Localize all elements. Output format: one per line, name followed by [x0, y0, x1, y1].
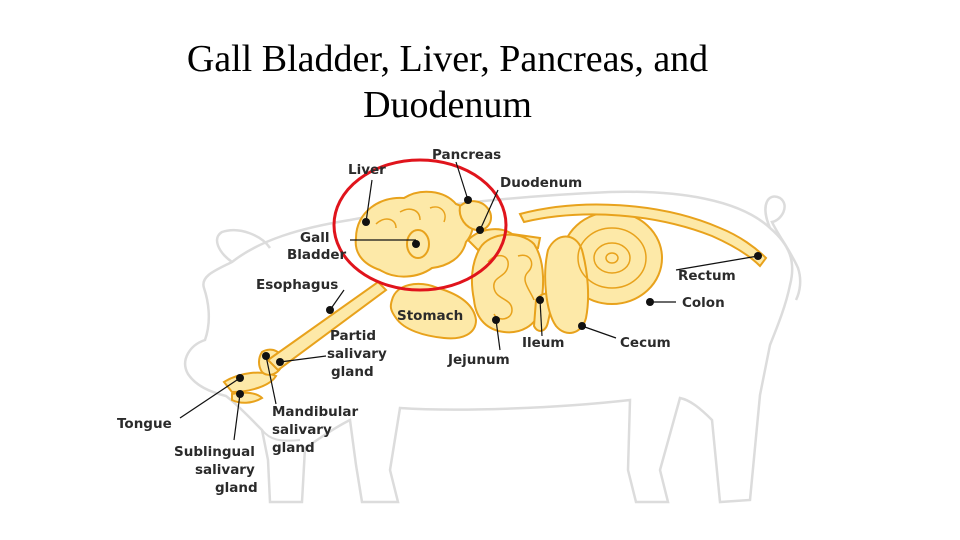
label-stomach: Stomach — [397, 308, 463, 324]
label-mandibular-line2: salivary — [272, 422, 332, 438]
label-cecum: Cecum — [620, 335, 671, 351]
pig-leg-outline-front — [261, 429, 301, 442]
label-sublingual-line3: gland — [215, 480, 258, 496]
cecum-organ — [544, 235, 590, 334]
label-sublingual-line1: Sublingual — [174, 444, 255, 460]
pig-ear-outline — [215, 229, 272, 264]
label-gall-bladder-line1: Gall — [300, 230, 329, 246]
label-sublingual-line2: salivary — [195, 462, 255, 478]
label-partid-line3: gland — [331, 364, 374, 380]
title-line-1: Gall Bladder, Liver, Pancreas, and — [186, 38, 709, 80]
label-duodenum: Duodenum — [500, 175, 582, 191]
pointer-dots — [236, 196, 762, 398]
pointer-lines — [179, 161, 759, 441]
label-mandibular-line3: gland — [272, 440, 315, 456]
stomach-organ — [389, 283, 478, 340]
label-rectum: Rectum — [678, 268, 736, 284]
label-gall-bladder-line2: Bladder — [287, 247, 347, 263]
highlight-circle — [332, 158, 508, 292]
label-mandibular-line1: Mandibular — [272, 404, 358, 420]
label-tongue: Tongue — [117, 416, 172, 432]
label-liver: Liver — [348, 162, 386, 178]
organ-coil-details — [375, 206, 647, 320]
pig-tail-outline — [764, 195, 802, 301]
slide-title: Gall Bladder, Liver, Pancreas, and Duode… — [0, 36, 895, 128]
label-esophagus: Esophagus — [256, 277, 338, 293]
label-ileum: Ileum — [522, 335, 564, 351]
pig-body-outline — [183, 190, 794, 504]
label-pancreas: Pancreas — [432, 147, 501, 163]
label-partid-line2: salivary — [327, 346, 387, 362]
label-partid-line1: Partid — [330, 328, 376, 344]
label-jejunum: Jejunum — [447, 352, 510, 368]
title-line-2: Duodenum — [363, 84, 532, 126]
rectum-organ — [518, 203, 768, 268]
esophagus-organ — [266, 280, 388, 372]
label-colon: Colon — [682, 295, 725, 311]
